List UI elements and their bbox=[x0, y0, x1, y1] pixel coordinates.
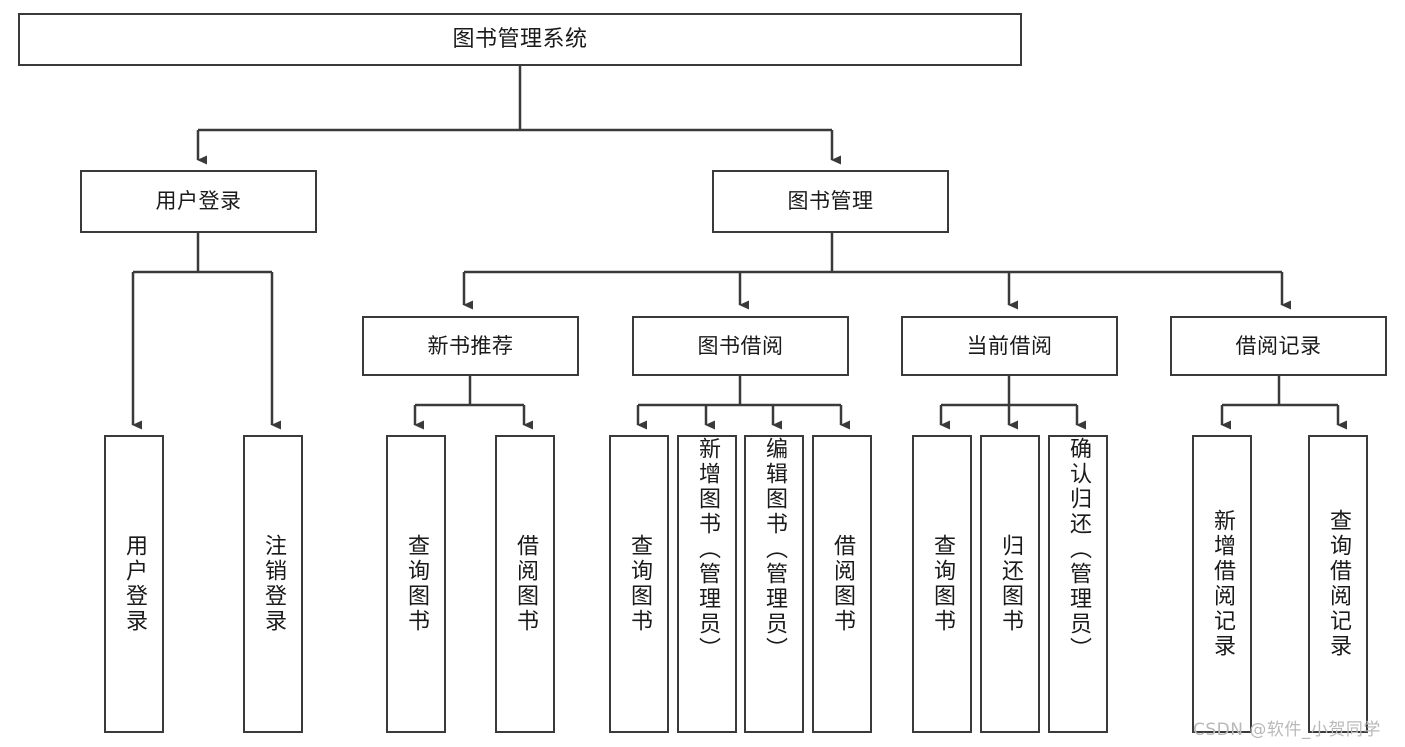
node-leaf-borrow-book-1-label: 借阅图书 bbox=[513, 534, 538, 634]
node-leaf-query-record[interactable]: 查询借阅记录 bbox=[1308, 435, 1368, 733]
node-book-management[interactable]: 图书管理 bbox=[712, 170, 949, 233]
node-leaf-logout-login[interactable]: 注销登录 bbox=[243, 435, 303, 733]
node-leaf-borrow-book-1[interactable]: 借阅图书 bbox=[495, 435, 555, 733]
node-book-borrow[interactable]: 图书借阅 bbox=[632, 316, 849, 376]
node-leaf-query-record-label: 查询借阅记录 bbox=[1326, 509, 1351, 659]
node-leaf-query-book-2-label: 查询图书 bbox=[627, 534, 652, 634]
node-leaf-query-book-2[interactable]: 查询图书 bbox=[609, 435, 669, 733]
node-leaf-query-book-3-label: 查询图书 bbox=[930, 534, 955, 634]
node-leaf-edit-book-label: 编辑图书（管理员） bbox=[762, 437, 787, 662]
node-leaf-logout-login-label: 注销登录 bbox=[261, 534, 286, 634]
node-leaf-borrow-book-2[interactable]: 借阅图书 bbox=[812, 435, 872, 733]
node-borrow-record-label: 借阅记录 bbox=[1235, 333, 1322, 358]
node-leaf-confirm-return[interactable]: 确认归还（管理员） bbox=[1048, 435, 1108, 733]
node-leaf-user-login[interactable]: 用户登录 bbox=[104, 435, 164, 733]
node-root-label: 图书管理系统 bbox=[452, 26, 588, 52]
node-leaf-query-book-1-label: 查询图书 bbox=[404, 534, 429, 634]
node-leaf-add-book-label: 新增图书（管理员） bbox=[695, 437, 720, 662]
node-new-book-recommend[interactable]: 新书推荐 bbox=[362, 316, 579, 376]
node-leaf-edit-book[interactable]: 编辑图书（管理员） bbox=[744, 435, 804, 733]
node-leaf-confirm-return-label: 确认归还（管理员） bbox=[1066, 437, 1091, 662]
node-leaf-add-record[interactable]: 新增借阅记录 bbox=[1192, 435, 1252, 733]
node-user-login-label: 用户登录 bbox=[155, 189, 242, 214]
node-borrow-record[interactable]: 借阅记录 bbox=[1170, 316, 1387, 376]
node-current-borrow-label: 当前借阅 bbox=[966, 333, 1053, 358]
node-book-borrow-label: 图书借阅 bbox=[697, 333, 784, 358]
node-book-management-label: 图书管理 bbox=[787, 189, 874, 214]
node-root-book-management-system[interactable]: 图书管理系统 bbox=[18, 13, 1022, 66]
node-leaf-return-book[interactable]: 归还图书 bbox=[980, 435, 1040, 733]
node-leaf-borrow-book-2-label: 借阅图书 bbox=[830, 534, 855, 634]
node-new-book-recommend-label: 新书推荐 bbox=[427, 333, 514, 358]
node-leaf-query-book-1[interactable]: 查询图书 bbox=[386, 435, 446, 733]
node-leaf-add-record-label: 新增借阅记录 bbox=[1210, 509, 1235, 659]
node-current-borrow[interactable]: 当前借阅 bbox=[901, 316, 1118, 376]
node-leaf-return-book-label: 归还图书 bbox=[998, 534, 1023, 634]
watermark-text: CSDN @软件_小贺同学 bbox=[1193, 720, 1381, 740]
node-leaf-user-login-label: 用户登录 bbox=[122, 534, 147, 634]
node-leaf-add-book[interactable]: 新增图书（管理员） bbox=[677, 435, 737, 733]
node-user-login[interactable]: 用户登录 bbox=[80, 170, 317, 233]
node-leaf-query-book-3[interactable]: 查询图书 bbox=[912, 435, 972, 733]
